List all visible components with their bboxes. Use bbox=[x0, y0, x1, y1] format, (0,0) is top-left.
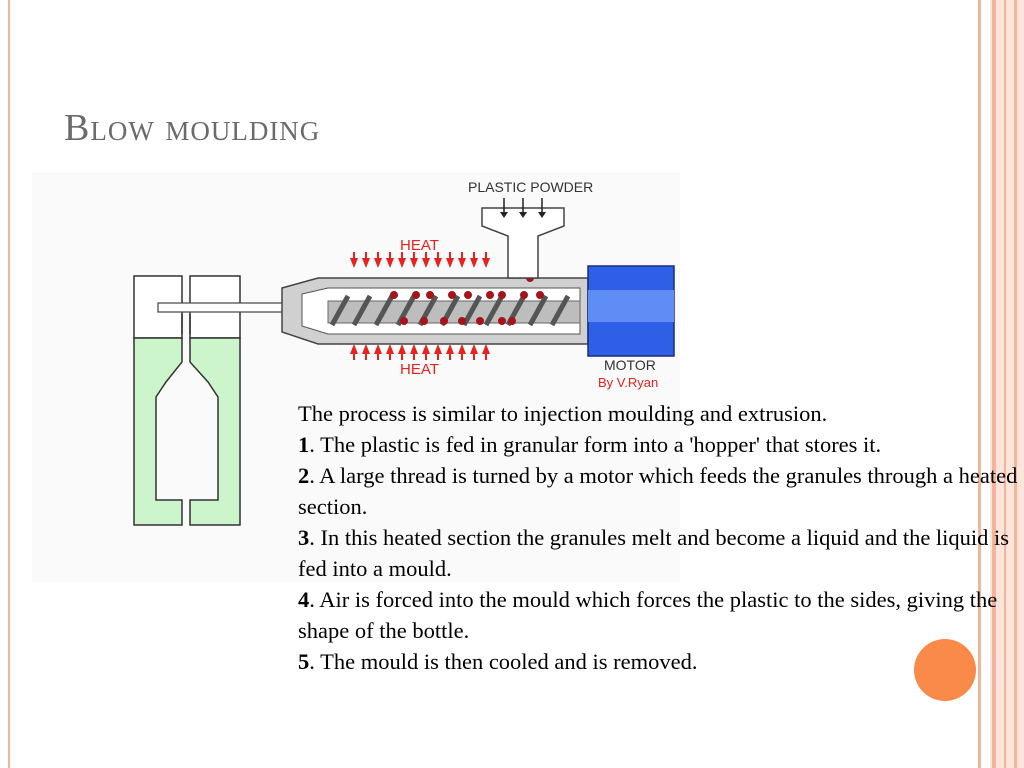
heat-arrows-top bbox=[350, 258, 490, 268]
step-2-number: 2 bbox=[298, 463, 310, 488]
step-1-text: . The plastic is fed in granular form in… bbox=[309, 432, 882, 457]
right-border-line-3 bbox=[1004, 0, 1006, 768]
motor bbox=[587, 265, 675, 357]
step-3: 3. In this heated section the granules m… bbox=[298, 522, 1018, 584]
label-credit: By V.Ryan bbox=[598, 375, 658, 390]
step-3-text: . In this heated section the granules me… bbox=[298, 525, 1010, 581]
heat-arrows-bottom bbox=[350, 344, 490, 354]
step-5: 5. The mould is then cooled and is remov… bbox=[298, 646, 1018, 677]
label-heat-bottom: HEAT bbox=[400, 361, 439, 378]
slide-title: Blow moulding bbox=[64, 107, 321, 149]
label-motor: MOTOR bbox=[604, 357, 656, 373]
hopper bbox=[481, 198, 565, 279]
heat-arrow-stems-bottom bbox=[353, 352, 487, 360]
mould bbox=[133, 275, 241, 526]
barrel bbox=[281, 277, 589, 345]
blow-moulding-diagram: PLASTIC POWDER HEAT HEAT MOTOR By V.Ryan bbox=[32, 172, 680, 582]
step-2-text: . A large thread is turned by a motor wh… bbox=[298, 463, 1018, 519]
right-border-line-2 bbox=[992, 0, 996, 768]
step-4-text: . Air is forced into the mould which for… bbox=[298, 587, 998, 643]
intro-text: The process is similar to injection moul… bbox=[298, 401, 828, 426]
decorative-orange-circle bbox=[914, 639, 976, 701]
step-5-number: 5 bbox=[298, 649, 310, 674]
step-4: 4. Air is forced into the mould which fo… bbox=[298, 584, 1018, 646]
step-3-number: 3 bbox=[298, 525, 310, 550]
right-border-line-4 bbox=[1014, 0, 1017, 768]
step-5-text: . The mould is then cooled and is remove… bbox=[309, 649, 698, 674]
heat-arrow-stems-top bbox=[353, 252, 487, 260]
right-border-line-1 bbox=[978, 0, 981, 768]
label-plastic-powder: PLASTIC POWDER bbox=[468, 179, 593, 195]
step-2: 2. A large thread is turned by a motor w… bbox=[298, 460, 1018, 522]
label-heat-top: HEAT bbox=[400, 237, 439, 254]
left-border-line bbox=[8, 0, 10, 768]
step-1: 1. The plastic is fed in granular form i… bbox=[298, 429, 1018, 460]
step-4-number: 4 bbox=[298, 587, 310, 612]
process-description: The process is similar to injection moul… bbox=[298, 398, 1018, 677]
step-1-number: 1 bbox=[298, 432, 310, 457]
